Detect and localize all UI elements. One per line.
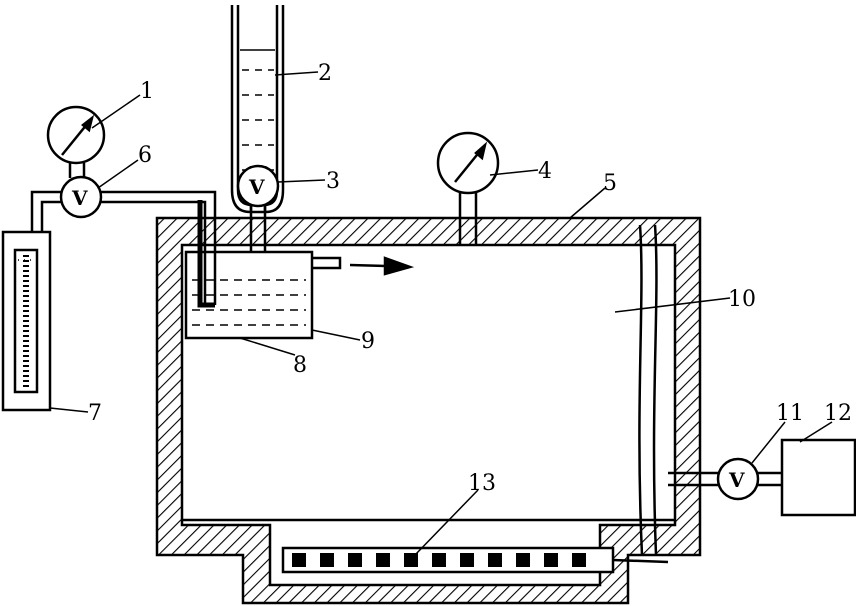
valve-3-letter: V [248,175,265,199]
label-9: 9 [361,329,375,354]
chamber-wall [155,216,702,605]
pump-box-12 [780,438,856,517]
label-1: 1 [140,79,154,104]
label-4: 4 [538,159,552,184]
label-11: 11 [776,401,804,426]
valve-11-letter: V [728,468,745,492]
pressure-gauge-1 [46,105,106,165]
label-6: 6 [138,143,152,168]
valve-3[interactable] [236,164,280,208]
label-8: 8 [293,353,307,378]
burette [230,5,285,214]
label-7: 7 [88,401,102,426]
probe-tube [638,224,658,556]
label-5: 5 [603,171,617,196]
valve-6-letter: V [71,186,88,210]
valve-6[interactable] [59,175,103,219]
pressure-gauge-4 [436,131,500,195]
label-10: 10 [728,287,756,312]
label-2: 2 [318,61,332,86]
label-3: 3 [326,169,340,194]
heater-coils [292,553,586,567]
valve-11[interactable] [716,457,760,501]
label-13: 13 [468,471,496,496]
label-12: 12 [824,401,852,426]
